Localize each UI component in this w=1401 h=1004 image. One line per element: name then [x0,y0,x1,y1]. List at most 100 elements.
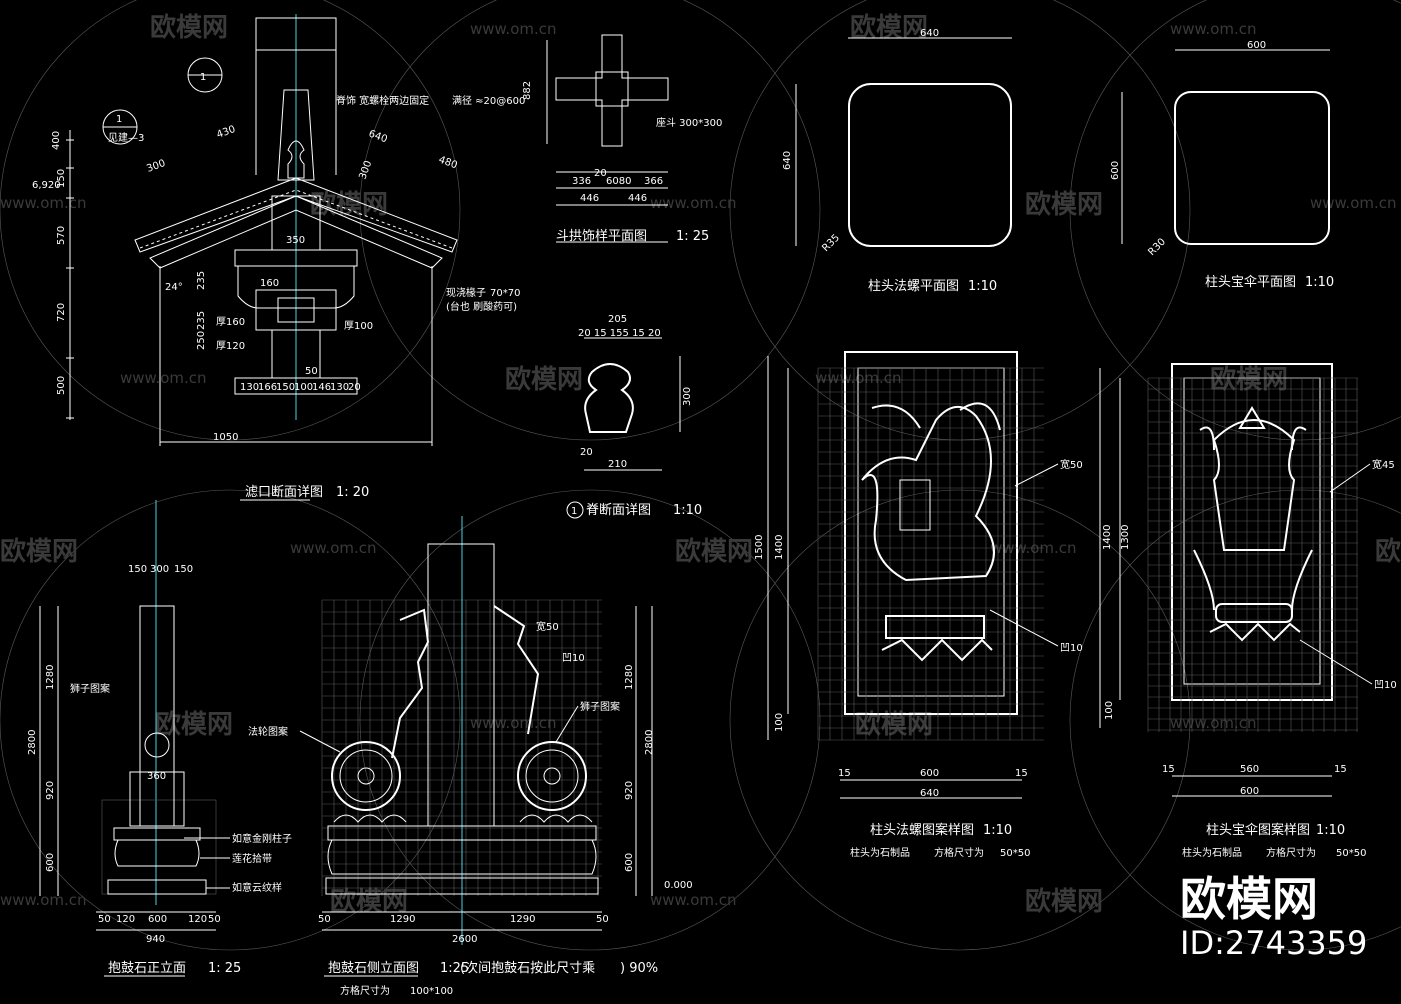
watermark-brand: 欧模网 [505,364,583,395]
bracket-plan-title: 斗拱饰样平面图 [556,229,647,244]
dim-50b-side: 50 [596,914,609,925]
dim-1280-side: 1280 [624,665,635,690]
falu-plan-drawing [795,37,1012,247]
baosan-pattern-drawing [1099,363,1358,797]
dim-250: 250 [196,331,207,350]
watermark-url: www.om.cn [0,891,87,909]
falu-note-a: 柱头为石制品 [850,846,910,859]
lion-label: 狮子图案 [70,682,110,695]
dim-1400: 1400 [774,535,785,560]
watermark-brand: 欧模网 [155,709,233,740]
front-elevation-title: 抱鼓石正立面 [108,960,186,976]
dim-600-side: 600 [624,853,635,872]
dim-146: 146 [312,382,331,393]
eave-section-drawing [66,14,458,446]
watermark-brand: 欧模网 [1375,536,1401,567]
dim-600-plan-v: 600 [1110,161,1121,180]
dim-20: 20 [348,382,361,393]
dim-720: 720 [56,303,67,322]
radius-30: R30 [1146,236,1168,258]
dim-1290b: 1290 [510,914,535,925]
watermark-url: www.om.cn [0,194,87,212]
side-grid-label: 方格尺寸为 [340,984,390,997]
dim-235b: 235 [196,311,207,330]
recess-10-label: 凹10 [1060,643,1083,654]
dim-100: 100 [294,382,313,393]
dim-130: 130 [240,382,259,393]
section-marker-label: 1 [116,114,122,125]
dim-640-plan: 640 [920,28,939,39]
baosan-note-a: 柱头为石制品 [1182,846,1242,859]
dim-15c: 15 [1162,764,1175,775]
dim-1280-front: 1280 [45,665,56,690]
dim-6920: 6,920 [32,180,61,191]
dim-1050: 1050 [213,432,238,443]
dim-446: 446 [580,193,599,204]
watermark-url: www.om.cn [1170,20,1257,38]
dim-640-plan-v: 640 [782,151,793,170]
dim-166: 166 [258,382,277,393]
watermark-url: www.om.cn [470,20,557,38]
dim-500: 500 [56,376,67,395]
baosan-plan-scale: 1:10 [1305,275,1334,290]
model-id: ID:2743359 [1180,924,1367,962]
falu-note-b: 方格尺寸为 [934,846,984,859]
dim-560: 560 [1240,764,1259,775]
dim-360: 360 [147,771,166,782]
dim-1300: 1300 [1120,525,1131,550]
dim-160: 160 [260,278,279,289]
side-elevation-scale: 1:25 [440,961,469,976]
watermark-brand: 欧模网 [0,536,78,567]
ridge-section-scale: 1:10 [673,503,702,518]
watermark-url: www.om.cn [650,194,737,212]
falu-pattern-title: 柱头法螺图案样图 [870,823,974,838]
ridge-note: 脊饰 宽螺栓两边固定 [336,94,429,107]
baosan-note-c: 50*50 [1336,848,1366,859]
ridge-section-title: 脊断面详图 [586,503,651,518]
dim-235: 235 [196,271,207,290]
watermark-url: www.om.cn [470,714,557,732]
dim-300-front: 300 [150,564,169,575]
dim-366: 366 [644,176,663,187]
rafter-note: 现浇椽子 [446,286,486,299]
dim-150-front: 150 [128,564,147,575]
cloud-label: 如意云纹样 [232,881,282,894]
falu-note-c: 50*50 [1000,848,1030,859]
baosan-plan-title: 柱头宝伞平面图 [1205,274,1296,290]
dim-150: 150 [56,169,67,188]
lotus-label: 莲花拾带 [232,852,272,865]
rafter-sub: (台也 刷酸药可) [446,300,517,313]
reference-note: 见建—3 [108,131,144,144]
dim-446b: 446 [628,193,647,204]
dim-600-front: 600 [45,853,56,872]
ridge-section-number: 1 [571,506,577,517]
dim-400: 400 [51,131,62,150]
dim-15: 15 [838,768,851,779]
baosan-pattern-scale: 1:10 [1316,823,1345,838]
watermark-brand: 欧模网 [675,536,753,567]
watermark-brand: 欧模网 [1025,886,1103,917]
dim-300b: 300 [357,159,374,181]
thickness-120: 厚120 [216,340,245,352]
watermark-url: www.om.cn [1310,194,1397,212]
watermark-brand: 欧模网 [1025,189,1103,220]
thickness-160: 厚160 [216,316,245,328]
lion-2-label: 狮子图案 [580,700,620,713]
dim-430: 430 [215,124,237,141]
dim-15d: 15 [1334,764,1347,775]
thickness-100: 厚100 [344,320,373,332]
side-elevation-percent: ) 90% [620,961,658,976]
falu-plan-scale: 1:10 [968,279,997,294]
front-elevation-drawing [39,500,217,931]
baosan-pattern-title: 柱头宝伞图案样图 [1206,822,1310,838]
section-marker-label: 1 [200,72,206,83]
dim-20b: 20 [594,168,607,179]
side-elevation-title: 抱鼓石侧立面图 [328,960,419,976]
dim-480: 480 [437,154,459,171]
bracket-plan-scale: 1: 25 [676,229,709,244]
dim-920-front: 920 [45,781,56,800]
watermark-brand: 欧模网 [1210,364,1288,395]
dim-300r: 300 [682,387,693,406]
dim-920-side: 920 [624,781,635,800]
dim-940: 940 [146,934,165,945]
